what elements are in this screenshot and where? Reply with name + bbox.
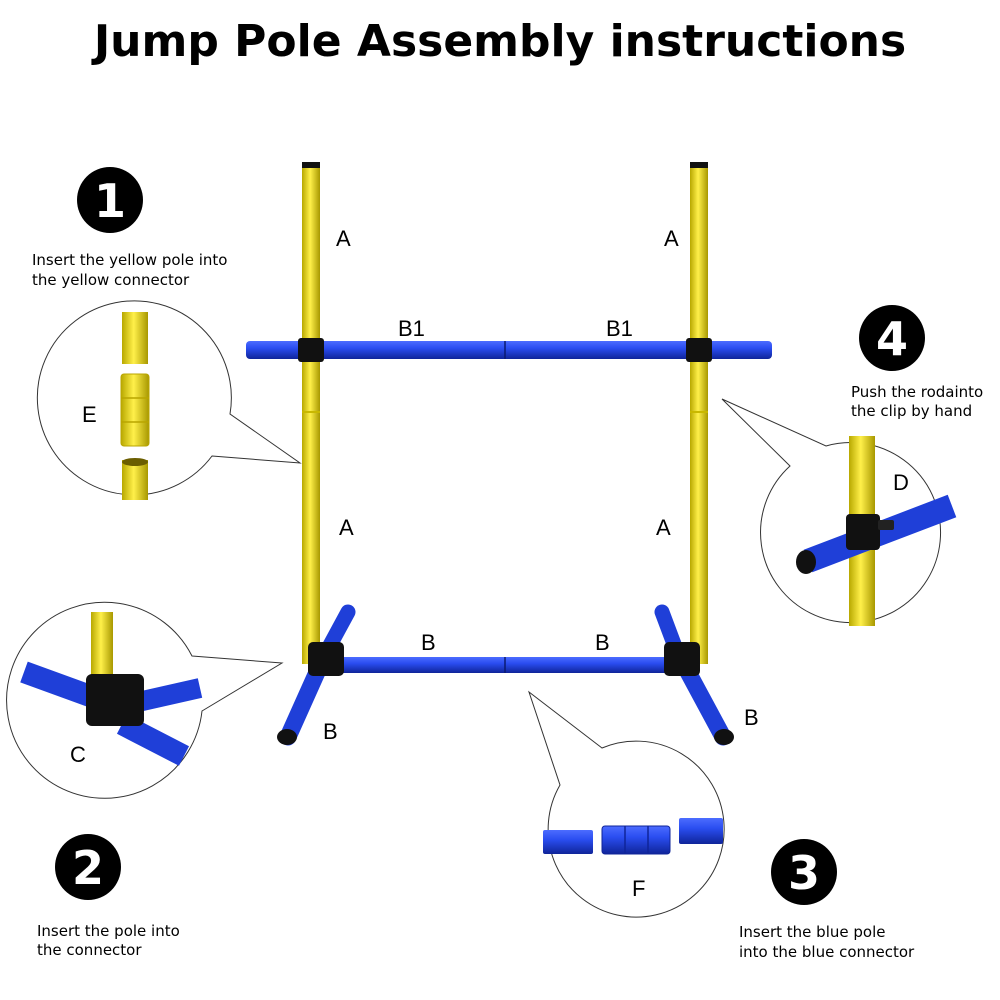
callout-c-front-tube [116, 714, 190, 766]
left-top-clip [298, 338, 324, 362]
callout-d-clip [846, 514, 880, 550]
callout-c-right-tube [135, 678, 203, 712]
callout-e-upper-pole [122, 312, 148, 364]
step-2-line-2: the connector [37, 941, 142, 959]
right-front-leg [679, 663, 732, 746]
step-2-number: 2 [72, 841, 104, 895]
label-b-left-leg: B [323, 719, 338, 744]
callout-d-rod-end [796, 550, 816, 574]
step-2: 2 Insert the pole into the connector [37, 834, 180, 959]
step-1: 1 Insert the yellow pole into the yellow… [32, 167, 227, 289]
left-base-connector [308, 642, 344, 676]
callout-c-left-tube [20, 661, 94, 707]
label-b-crossbar-left: B [421, 630, 436, 655]
step-4-line-1: Push the rodainto [851, 383, 983, 401]
label-a-top-left: A [336, 226, 351, 251]
right-leg-cap [714, 729, 734, 745]
callout-f-connector [601, 825, 671, 855]
step-2-badge [55, 834, 121, 900]
step-3: 3 Insert the blue pole into the blue con… [739, 839, 915, 961]
right-upright-pole [690, 164, 708, 664]
step-1-number: 1 [94, 174, 126, 228]
callout-e-lower-pole [122, 460, 148, 500]
callout-e-connector [120, 373, 150, 447]
callout-c-connector [86, 674, 144, 726]
right-pole-cap [690, 162, 708, 168]
step-3-line-1: Insert the blue pole [739, 923, 885, 941]
left-front-leg [279, 661, 327, 746]
label-b1-right: B1 [606, 316, 633, 341]
step-2-line-1: Insert the pole into [37, 922, 180, 940]
callout-f-left-tube [543, 830, 593, 854]
callout-f-right-tube [679, 818, 723, 844]
page-title: Jump Pole Assembly instructions [93, 16, 907, 67]
callout-d-bubble [721, 398, 942, 624]
right-top-clip [686, 338, 712, 362]
step-1-badge [77, 167, 143, 233]
callout-e-bubble [36, 300, 302, 496]
top-crossbar [246, 341, 772, 359]
step-1-line-2: the yellow connector [32, 271, 190, 289]
step-4-line-2: the clip by hand [851, 402, 972, 420]
left-pole-cap [302, 162, 320, 168]
label-b1-left: B1 [398, 316, 425, 341]
callout-c: C [6, 601, 284, 799]
label-e: E [82, 402, 97, 427]
step-3-number: 3 [788, 846, 820, 900]
label-b-right-leg: B [744, 705, 759, 730]
callout-d: D [721, 398, 957, 626]
callout-c-yellow-pole [91, 612, 113, 684]
label-a-bottom-left: A [339, 515, 354, 540]
label-b-crossbar-right: B [595, 630, 610, 655]
callout-f: F [528, 690, 725, 918]
step-1-line-1: Insert the yellow pole into [32, 251, 227, 269]
label-a-top-right: A [664, 226, 679, 251]
step-4: 4 Push the rodainto the clip by hand [851, 305, 983, 420]
label-a-bottom-right: A [656, 515, 671, 540]
label-d: D [893, 470, 909, 495]
step-3-line-2: into the blue connector [739, 943, 915, 961]
callout-d-clip-tab [878, 520, 894, 530]
callout-e: E [36, 300, 302, 500]
label-c: C [70, 742, 86, 767]
step-4-badge [859, 305, 925, 371]
left-leg-cap [277, 729, 297, 745]
right-base-connector [664, 642, 700, 676]
callout-f-bubble [528, 690, 725, 918]
label-f: F [632, 876, 645, 901]
callout-e-lower-pole-opening [122, 458, 148, 466]
main-frame [246, 162, 772, 746]
step-4-number: 4 [876, 312, 908, 366]
step-3-badge [771, 839, 837, 905]
left-upright-pole [302, 164, 320, 664]
